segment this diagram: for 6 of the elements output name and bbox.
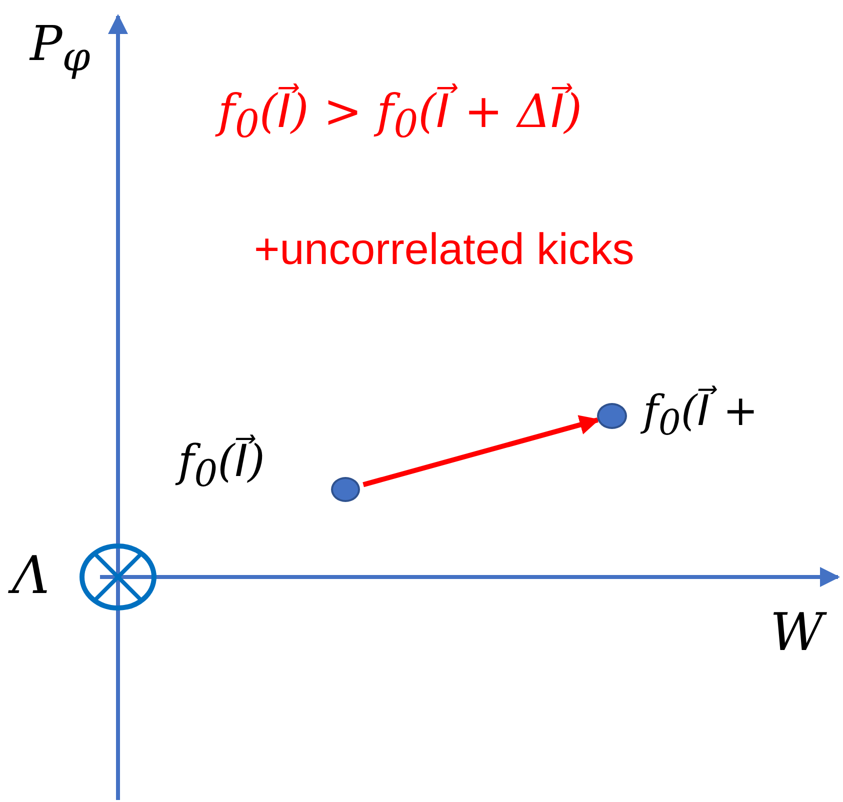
dot-marker xyxy=(331,477,360,502)
point-label: f$_{0}$(I⃗ + xyxy=(643,388,758,443)
axis-label: P$_{φ}$ xyxy=(30,18,90,80)
arrow xyxy=(362,415,600,488)
annotation-text: +uncorrelated kicks xyxy=(254,226,634,274)
dot-marker xyxy=(597,403,627,429)
